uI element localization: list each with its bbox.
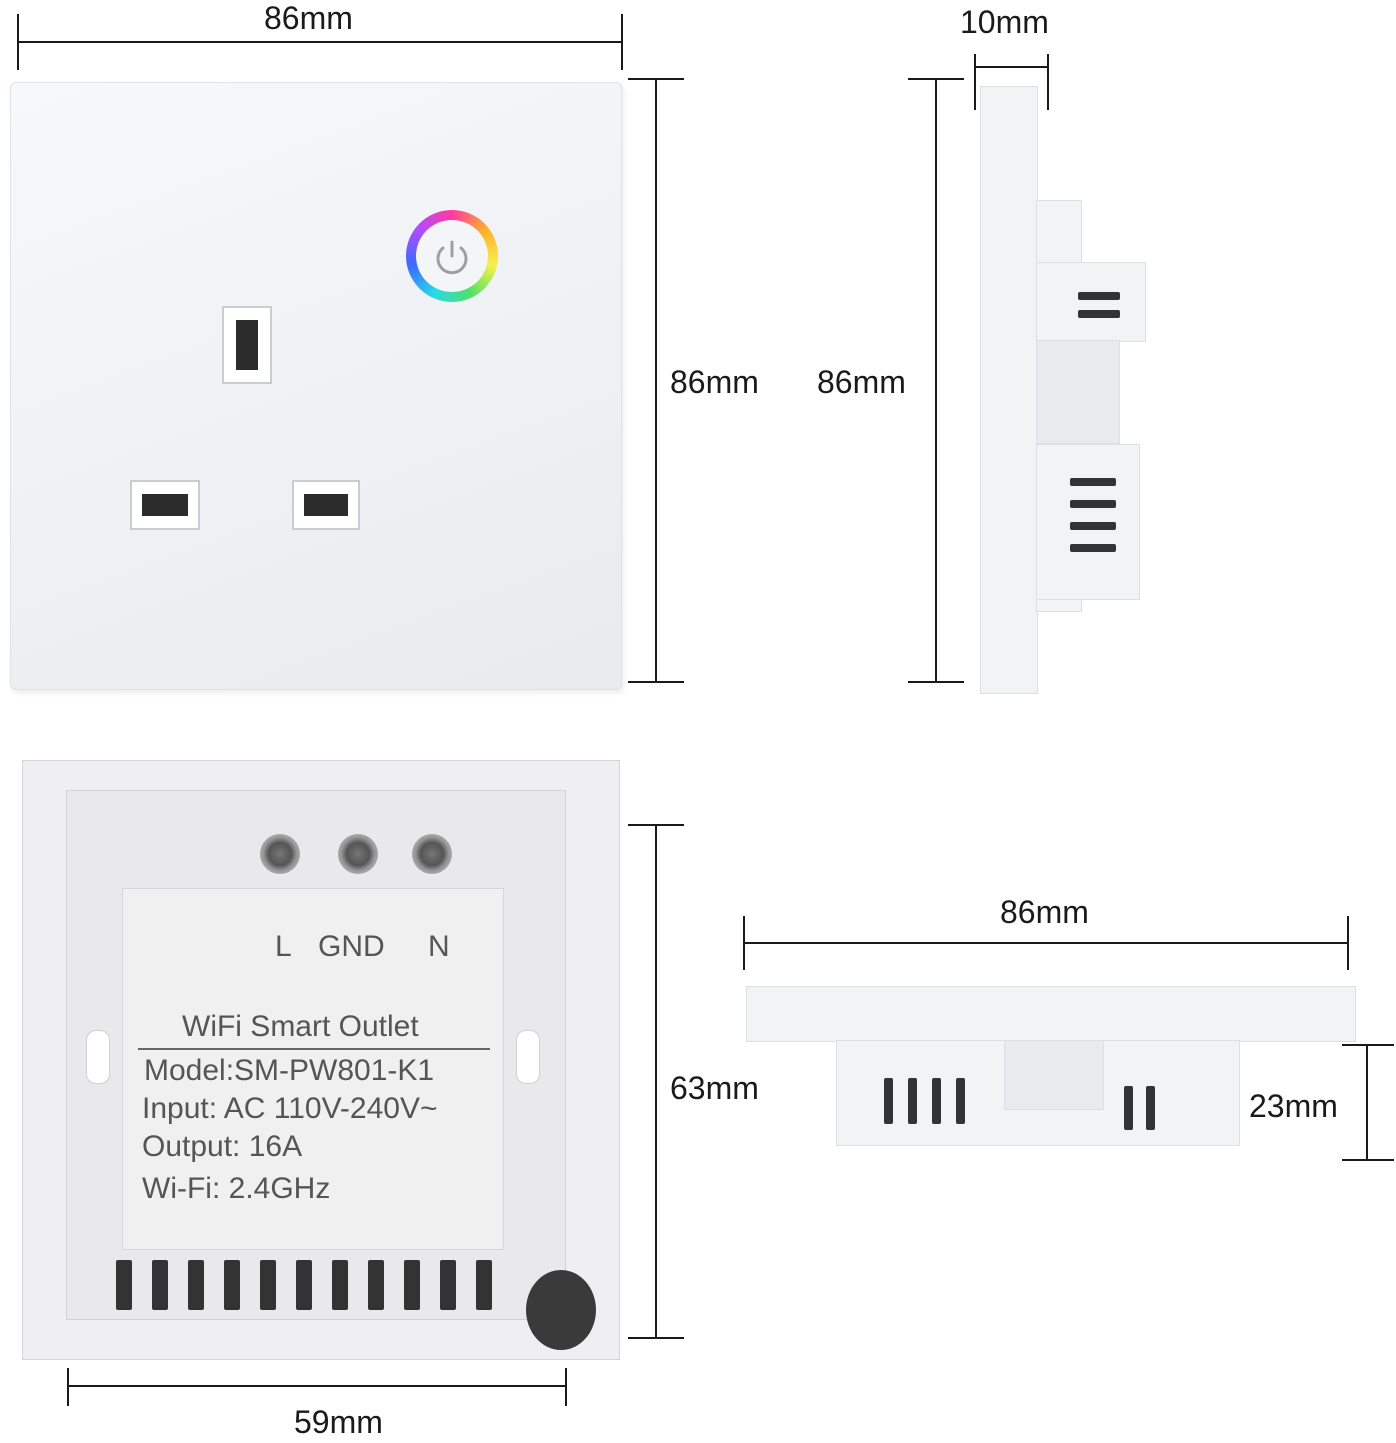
- front-width-tick-left: [17, 14, 19, 70]
- top-vent: [908, 1078, 917, 1124]
- top-vent: [1124, 1086, 1133, 1130]
- top-vent: [884, 1078, 893, 1124]
- back-width-line: [68, 1385, 566, 1387]
- front-height-label: 86mm: [670, 364, 759, 400]
- top-housing-recess: [1004, 1040, 1104, 1110]
- side-height-line: [935, 78, 937, 682]
- power-button-face: [416, 220, 488, 292]
- side-vent: [1070, 500, 1116, 508]
- front-height-line: [655, 78, 657, 682]
- top-vent: [956, 1078, 965, 1124]
- top-width-tick-left: [743, 916, 745, 970]
- front-height-tick-top: [628, 78, 684, 80]
- back-round-sticker: [526, 1270, 596, 1350]
- label-divider: [138, 1048, 490, 1050]
- top-depth-tick-bottom: [1342, 1159, 1394, 1161]
- back-width-tick-left: [67, 1368, 69, 1406]
- back-mount-notch-right: [516, 1030, 540, 1084]
- side-vent: [1070, 544, 1116, 552]
- top-width-label: 86mm: [1000, 894, 1089, 930]
- side-depth-tick-right: [1047, 54, 1049, 110]
- side-height-tick-bottom: [908, 681, 964, 683]
- front-width-label: 86mm: [264, 0, 353, 36]
- product-label-sticker: [122, 888, 504, 1250]
- back-mount-notch-left: [86, 1030, 110, 1084]
- terminal-label-gnd: GND: [318, 930, 385, 963]
- back-height-tick-top: [628, 824, 684, 826]
- side-housing-recess: [1036, 340, 1120, 444]
- side-vent: [1070, 478, 1116, 486]
- front-height-tick-bottom: [628, 681, 684, 683]
- terminal-screw-l: [260, 834, 300, 874]
- top-depth-tick-top: [1342, 1044, 1394, 1046]
- label-title: WiFi Smart Outlet: [182, 1010, 419, 1043]
- top-width-tick-right: [1347, 916, 1349, 970]
- top-depth-label: 23mm: [1249, 1088, 1338, 1124]
- label-wifi: Wi-Fi: 2.4GHz: [142, 1172, 331, 1205]
- back-height-line: [655, 824, 657, 1338]
- side-height-label: 86mm: [817, 364, 906, 400]
- side-depth-tick-left: [974, 54, 976, 110]
- front-width-tick-right: [621, 14, 623, 70]
- side-vent: [1078, 310, 1120, 318]
- power-button[interactable]: [406, 210, 498, 302]
- side-housing-upper: [1036, 262, 1146, 342]
- label-input: Input: AC 110V-240V~: [142, 1092, 438, 1125]
- terminal-label-n: N: [428, 930, 450, 963]
- side-height-tick-top: [908, 78, 964, 80]
- socket-faceplate: [10, 82, 622, 690]
- top-vent: [1146, 1086, 1155, 1130]
- back-height-tick-bottom: [628, 1337, 684, 1339]
- label-model: Model:SM-PW801-K1: [144, 1054, 435, 1087]
- terminal-screw-n: [412, 834, 452, 874]
- top-depth-line: [1366, 1044, 1368, 1160]
- live-pin-slot: [130, 480, 200, 530]
- side-vent: [1078, 292, 1120, 300]
- back-width-label: 59mm: [294, 1404, 383, 1440]
- side-depth-label: 10mm: [960, 4, 1049, 40]
- terminal-label-l: L: [275, 930, 292, 963]
- side-vent: [1070, 522, 1116, 530]
- top-width-line: [744, 942, 1348, 944]
- top-faceplate: [746, 986, 1356, 1042]
- top-vent: [932, 1078, 941, 1124]
- back-height-label: 63mm: [670, 1070, 759, 1106]
- side-depth-line: [974, 66, 1048, 68]
- label-output: Output: 16A: [142, 1130, 303, 1163]
- earth-pin-slot: [222, 306, 272, 384]
- power-icon: [436, 240, 468, 275]
- terminal-screw-gnd: [338, 834, 378, 874]
- side-faceplate: [980, 86, 1038, 694]
- back-width-tick-right: [565, 1368, 567, 1406]
- front-width-line: [18, 41, 622, 43]
- neutral-pin-slot: [292, 480, 360, 530]
